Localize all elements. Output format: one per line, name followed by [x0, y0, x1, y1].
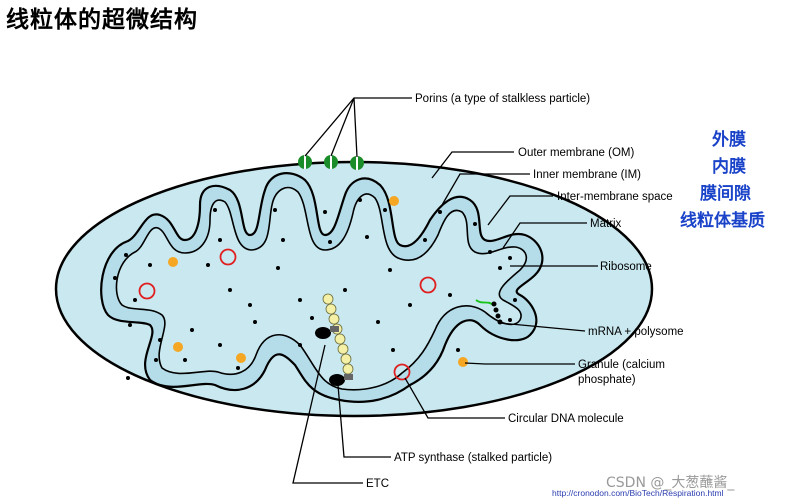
- cn-label-matrix: 线粒体基质: [680, 210, 765, 231]
- matrix-region: [115, 186, 528, 391]
- label-granule-1: Granule (calcium: [578, 359, 665, 371]
- atp-synthase-particles: [315, 326, 353, 386]
- ribosome-dots: [113, 198, 517, 380]
- label-matrix: Matrix: [590, 218, 622, 230]
- porin-particles: [298, 155, 364, 170]
- granules: [168, 196, 468, 367]
- label-atp-synthase: ATP synthase (stalked particle): [394, 452, 552, 464]
- leader-lines: [292, 97, 598, 484]
- label-ribosome: Ribosome: [600, 261, 652, 273]
- label-outer-membrane: Outer membrane (OM): [518, 147, 634, 159]
- watermark: CSDN @_大葱蘸酱_: [606, 475, 735, 491]
- etc-chain: [322, 293, 354, 375]
- page-title: 线粒体的超微结构: [6, 7, 198, 33]
- cn-label-intermembrane: 膜间隙: [700, 183, 751, 204]
- cn-label-inner-membrane: 内膜: [712, 156, 746, 177]
- label-inner-membrane: Inner membrane (IM): [533, 169, 641, 181]
- label-intermembrane-space: Inter-membrane space: [557, 191, 673, 203]
- source-url: http://cronodon.com/BioTech/Respiration.…: [552, 488, 724, 498]
- label-granule-2: phosphate): [578, 374, 636, 386]
- mrna-polysome: [475, 299, 503, 325]
- label-etc: ETC: [366, 478, 389, 490]
- label-mrna-polysome: mRNA + polysome: [588, 326, 684, 338]
- cn-label-outer-membrane: 外膜: [712, 129, 746, 150]
- label-porins: Porins (a type of stalkless particle): [415, 93, 590, 105]
- dna-rings: [138, 248, 437, 381]
- label-dna: Circular DNA molecule: [508, 413, 624, 425]
